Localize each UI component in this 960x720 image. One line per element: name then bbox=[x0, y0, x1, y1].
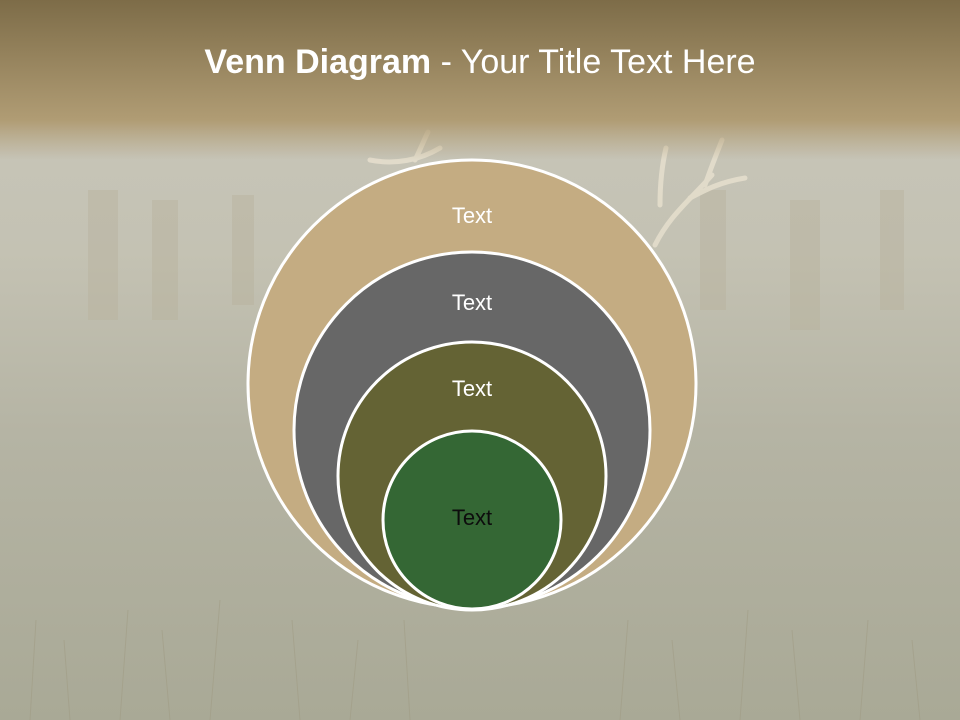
slide-title: Venn Diagram - Your Title Text Here bbox=[0, 38, 960, 86]
circle-second-label: Text bbox=[452, 290, 492, 315]
grass-texture bbox=[29, 599, 921, 720]
slide-title-bold: Venn Diagram bbox=[204, 43, 432, 81]
slide-title-rest: - Your Title Text Here bbox=[431, 43, 756, 81]
circle-third-label: Text bbox=[452, 376, 492, 401]
title-band bbox=[0, 0, 960, 160]
circle-inner-label: Text bbox=[452, 505, 492, 530]
circle-inner bbox=[381, 429, 563, 611]
circle-outer-label: Text bbox=[452, 203, 492, 228]
tree-silhouettes bbox=[88, 190, 904, 330]
